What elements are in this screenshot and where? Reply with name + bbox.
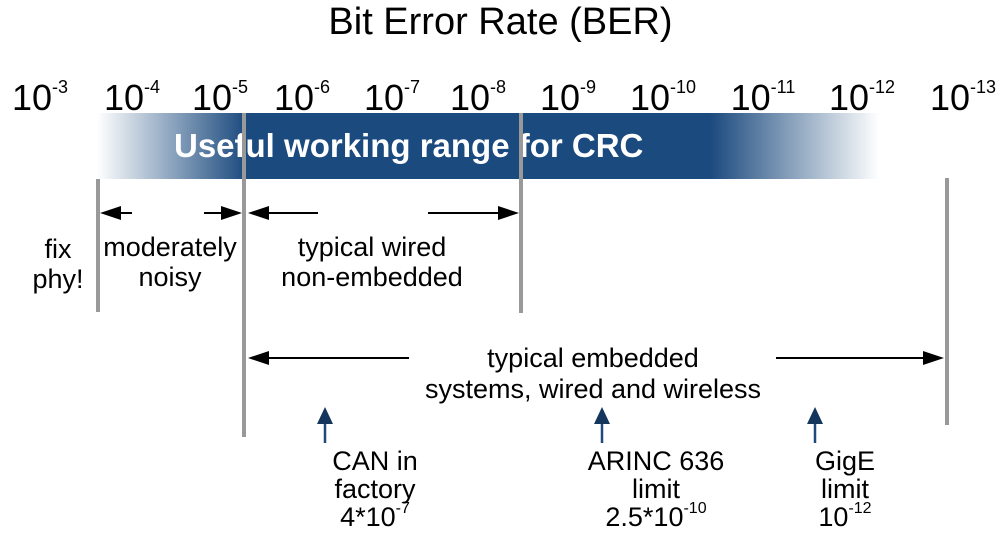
axis-tick-1e-5: 10-5 — [191, 77, 249, 118]
tick-exponent: -9 — [580, 77, 597, 97]
tick-exponent: -6 — [314, 77, 331, 97]
region-label-line: typical wired — [297, 232, 447, 262]
typical-wired-arrow-left-head — [248, 206, 269, 220]
typical-wired-arrow-right-head — [498, 206, 519, 220]
marker-label-arinc-636-limit: ARINC 636 limit 2.5*10-10 — [588, 447, 725, 531]
tick-exponent: -13 — [970, 77, 997, 97]
region-label-line: non-embedded — [281, 262, 463, 292]
axis-tick-1e-7: 10-7 — [363, 77, 421, 118]
tick-base: 10 — [828, 77, 870, 118]
region-label-line: systems, wired and wireless — [424, 374, 762, 404]
can-marker-arrow-head — [317, 407, 333, 424]
marker-label-gige-limit: GigE limit 10-12 — [815, 447, 875, 531]
useful-range-bar: Useful working range for CRC — [97, 113, 883, 179]
region-label-line: noisy — [138, 262, 202, 292]
region-label-line: phy! — [32, 264, 84, 294]
gige-marker-arrow-head — [807, 407, 823, 424]
marker-value-base: 4*10 — [340, 502, 396, 532]
useful-range-label: Useful working range for CRC — [174, 127, 644, 164]
marker-label-can-in-factory: CAN in factory 4*10-7 — [332, 447, 418, 531]
region-label-line: typical embedded — [487, 343, 699, 373]
region-label-typical-embedded: typical embedded systems, wired and wire… — [425, 343, 761, 405]
axis-tick-1e-11: 10-11 — [730, 77, 796, 118]
moderately-noisy-arrow-right-head — [221, 206, 242, 220]
tick-exponent: -11 — [770, 77, 796, 97]
tick-base: 10 — [929, 77, 971, 118]
typical-embedded-arrow-right-head — [923, 351, 944, 365]
tick-base: 10 — [449, 77, 491, 118]
tick-exponent: -3 — [52, 77, 69, 97]
region-label-line: fix — [44, 234, 72, 264]
marker-value-exponent: -10 — [683, 500, 707, 517]
tick-base: 10 — [11, 77, 53, 118]
axis-tick-1e-6: 10-6 — [273, 77, 331, 118]
marker-value-exponent: -7 — [395, 500, 410, 517]
marker-value-exponent: -12 — [848, 500, 872, 517]
tick-base: 10 — [629, 77, 671, 118]
marker-label-line: factory — [334, 474, 416, 504]
tick-base: 10 — [191, 77, 233, 118]
region-label-typical-wired: typical wired non-embedded — [281, 232, 463, 292]
axis-tick-1e-4: 10-4 — [103, 77, 161, 118]
region-label-fix-phy: fix phy! — [32, 234, 83, 294]
marker-label-line: limit — [821, 474, 869, 504]
region-label-moderately-noisy: moderately noisy — [103, 232, 237, 292]
tick-base: 10 — [103, 77, 145, 118]
marker-label-line: CAN in — [332, 446, 418, 476]
axis-tick-1e-13: 10-13 — [929, 77, 997, 118]
tick-exponent: -8 — [490, 77, 507, 97]
marker-value-base: 10 — [818, 502, 849, 532]
marker-value-base: 2.5*10 — [605, 502, 684, 532]
marker-value: 4*10-7 — [332, 500, 418, 532]
arinc-marker-arrow-head — [594, 407, 610, 424]
tick-base: 10 — [363, 77, 405, 118]
marker-value: 10-12 — [815, 500, 875, 532]
marker-label-line: ARINC 636 — [587, 446, 725, 476]
tick-exponent: -10 — [670, 77, 697, 97]
marker-value: 2.5*10-10 — [588, 500, 725, 532]
tick-exponent: -7 — [404, 77, 421, 97]
tick-base: 10 — [730, 77, 771, 118]
tick-exponent: -5 — [232, 77, 249, 97]
moderately-noisy-arrow-left-head — [100, 206, 121, 220]
marker-label-line: GigE — [814, 446, 876, 476]
marker-label-line: limit — [632, 474, 680, 504]
axis-tick-1e-8: 10-8 — [449, 77, 507, 118]
tick-exponent: -12 — [869, 77, 896, 97]
axis-tick-1e-9: 10-9 — [539, 77, 597, 118]
tick-base: 10 — [539, 77, 581, 118]
region-label-line: moderately — [103, 232, 237, 262]
diagram-title: Bit Error Rate (BER) — [328, 1, 673, 43]
tick-exponent: -4 — [144, 77, 161, 97]
axis-tick-1e-3: 10-3 — [11, 77, 69, 118]
axis-tick-1e-10: 10-10 — [629, 77, 697, 118]
tick-base: 10 — [273, 77, 315, 118]
typical-embedded-arrow-left-head — [248, 351, 269, 365]
axis-tick-1e-12: 10-12 — [828, 77, 896, 118]
